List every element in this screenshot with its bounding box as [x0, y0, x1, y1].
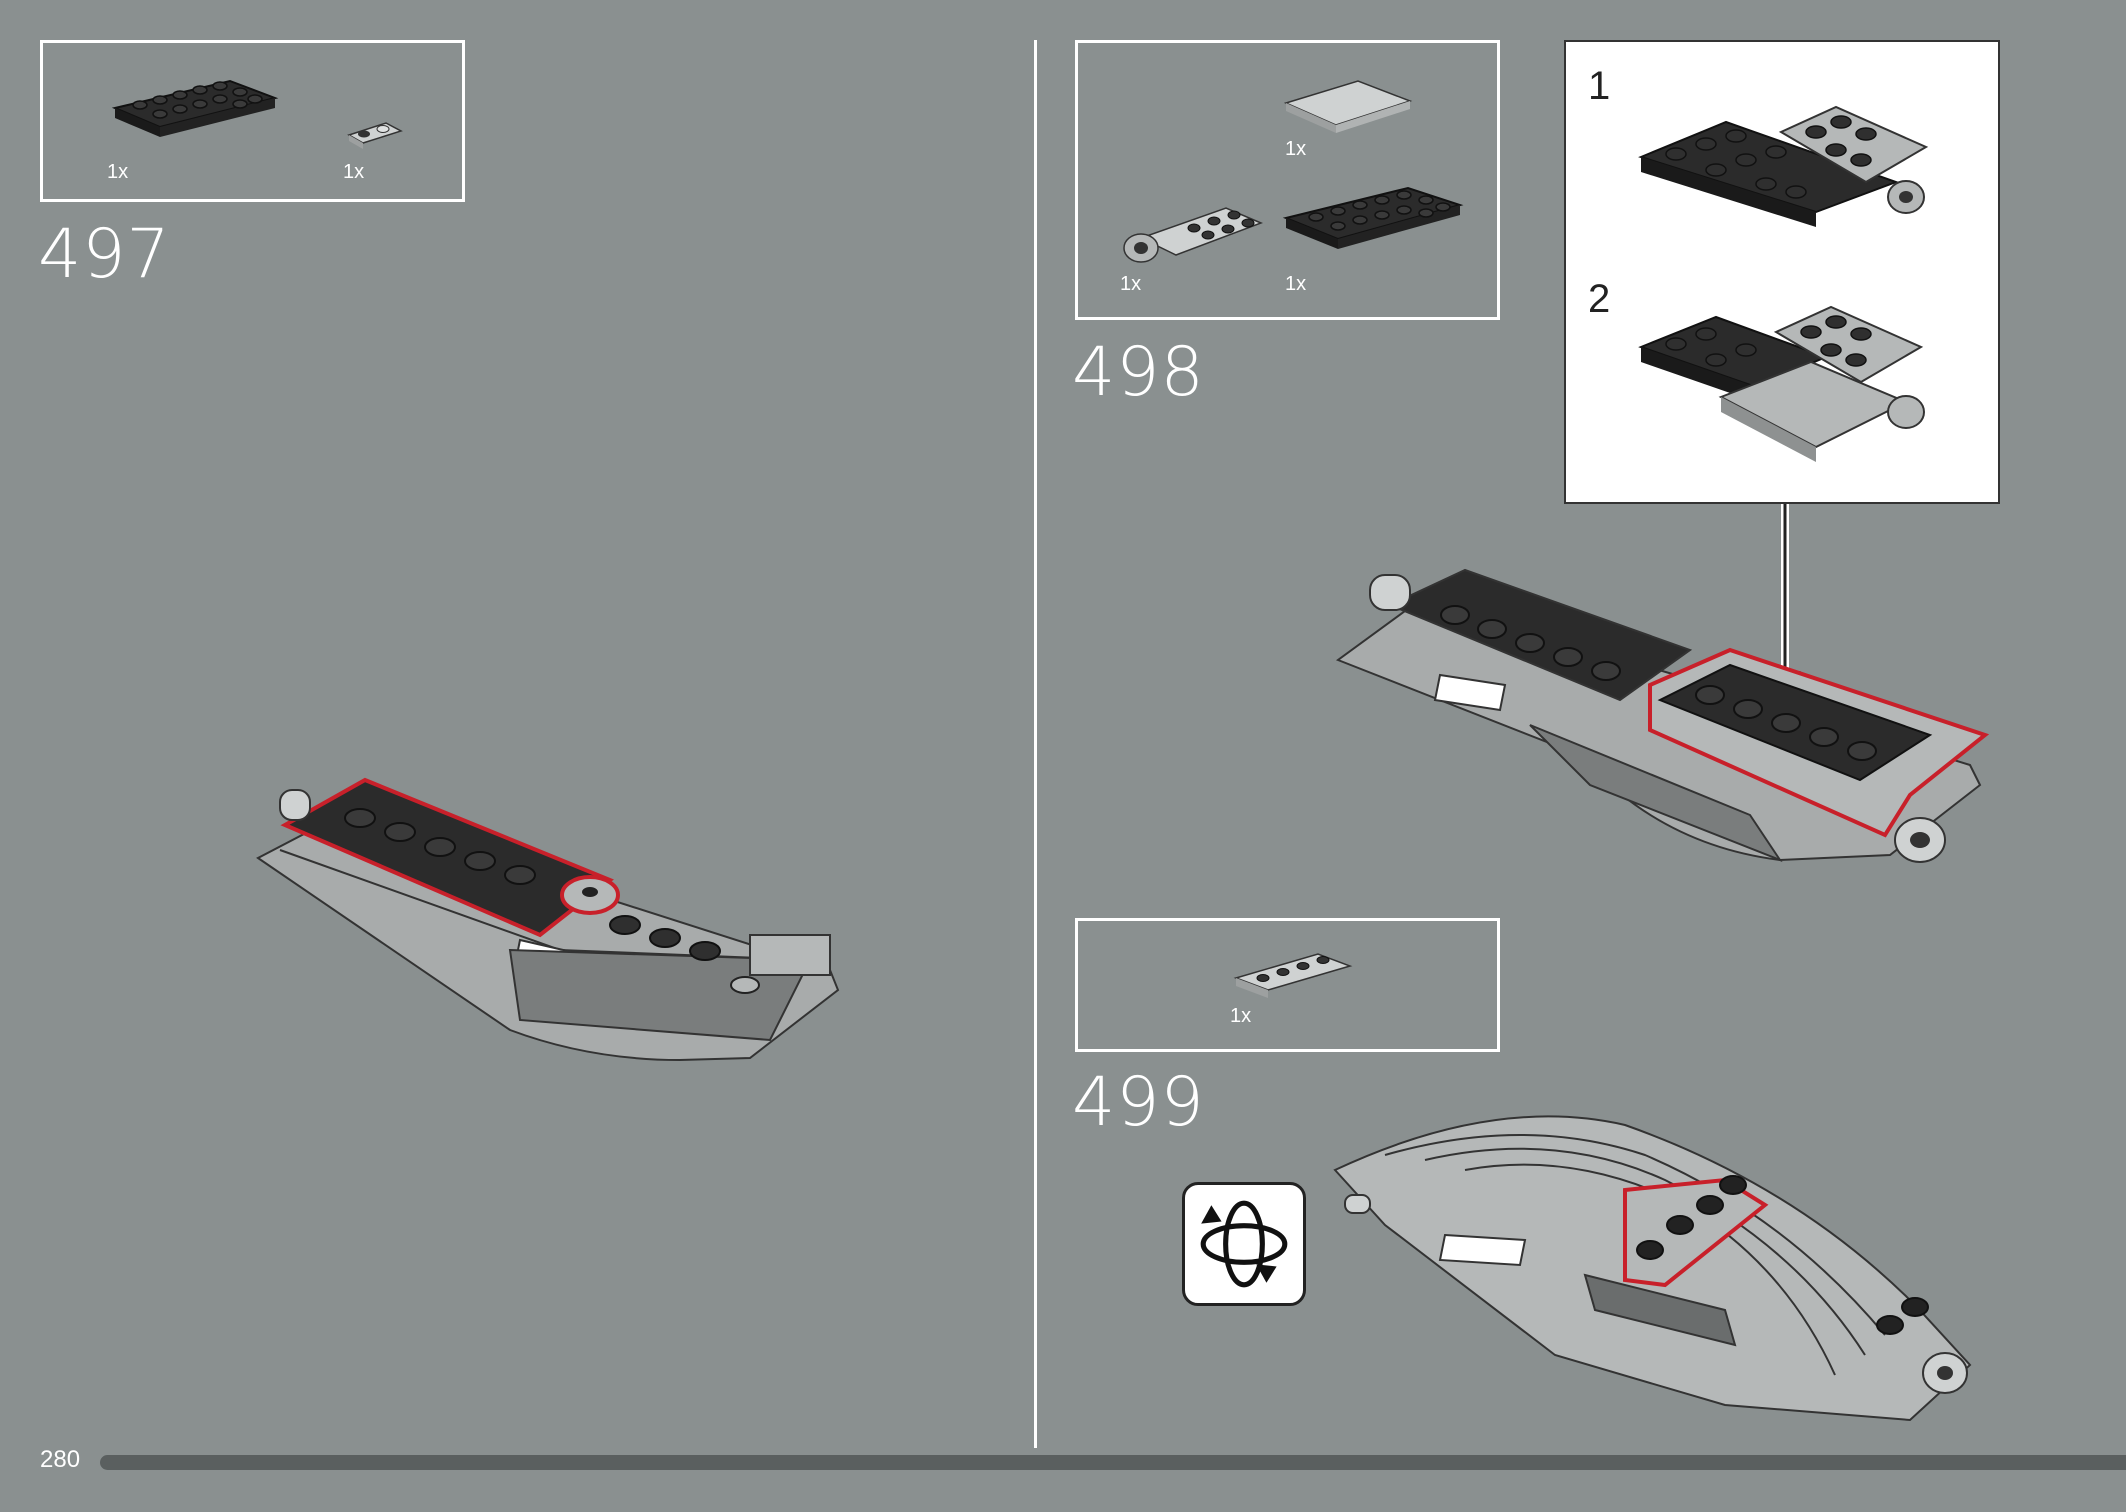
parts-box-497: 1x 1x — [40, 40, 465, 202]
subassembly-step-1-illustration — [1638, 105, 1929, 227]
part-qty: 1x — [1230, 1005, 1252, 1027]
step-number: 499 — [1072, 1063, 1205, 1142]
light-gray-hinge-plate-icon — [1123, 207, 1264, 263]
page-divider — [1034, 40, 1037, 1448]
step-number: 497 — [38, 215, 171, 294]
part-qty: 1x — [1285, 273, 1307, 295]
part-qty: 1x — [107, 161, 129, 183]
rotate-model-icon — [1182, 1182, 1306, 1306]
assembly-illustration-498 — [1335, 568, 1990, 863]
step-number: 498 — [1072, 333, 1205, 412]
subassembly-step-2-illustration — [1638, 305, 1925, 462]
assembly-illustration-497 — [256, 777, 840, 1062]
light-gray-round-plate-icon — [347, 122, 403, 149]
parts-box-499: 1x — [1075, 918, 1500, 1052]
page-number: 280 — [40, 1446, 81, 1473]
subassembly-step-label: 1 — [1588, 64, 1611, 108]
progress-bar — [100, 1455, 2126, 1470]
subassembly-panel: 1 2 — [1564, 40, 2000, 504]
light-gray-plate-1x4-icon — [1233, 953, 1353, 998]
subassembly-step-label: 2 — [1588, 277, 1611, 321]
dark-plate-2x6-icon — [1282, 186, 1464, 249]
part-qty: 1x — [1120, 273, 1142, 295]
assembly-illustration-499 — [1333, 1115, 1972, 1422]
parts-box-498: 1x 1x 1x — [1075, 40, 1500, 320]
light-gray-tile-icon — [1283, 80, 1413, 133]
part-qty: 1x — [1285, 138, 1307, 160]
dark-plate-2x6-icon — [111, 79, 279, 137]
part-qty: 1x — [343, 161, 365, 183]
